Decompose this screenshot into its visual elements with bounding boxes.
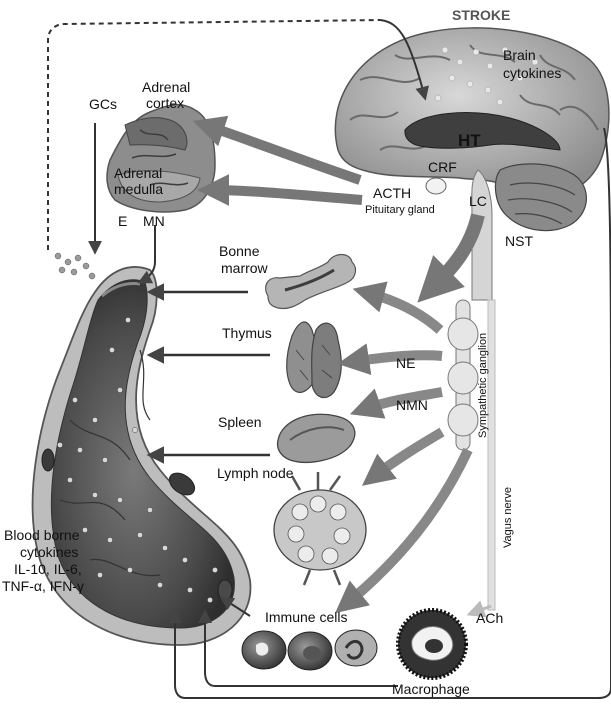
label-immune-cells: Immune cells — [265, 609, 347, 625]
label-lymph-node: Lymph node — [217, 465, 294, 481]
label-nmn: NMN — [396, 397, 428, 413]
label-acth: ACTH — [373, 185, 411, 201]
label-spleen: Spleen — [218, 414, 262, 430]
label-ne: NE — [396, 355, 415, 371]
label-adrenal-cortex-2: cortex — [146, 95, 184, 111]
label-e: E — [118, 213, 127, 229]
label-vagus-nerve: Vagus nerve — [502, 487, 514, 548]
label-crf: CRF — [428, 159, 457, 175]
macrophage — [398, 610, 466, 678]
label-nst: NST — [505, 233, 533, 249]
label-ach: ACh — [476, 610, 503, 626]
spleen — [278, 414, 355, 462]
label-adrenal-cortex-1: Adrenal — [142, 79, 190, 95]
label-lc: LC — [469, 193, 487, 209]
label-pituitary-gland: Pituitary gland — [365, 204, 435, 216]
label-bone-marrow-1: Bonne — [219, 243, 260, 259]
sympathetic-ganglion-chain — [448, 300, 478, 450]
label-blood-cytokines-4: TNF-α, IFN-γ — [2, 578, 84, 594]
bone-marrow — [266, 255, 356, 309]
label-ht: HT — [458, 131, 481, 150]
label-blood-cytokines-2: cytokines — [20, 544, 78, 560]
label-adrenal-medulla-1: Adrenal — [114, 165, 162, 181]
immune-cells — [242, 630, 377, 670]
label-mn: MN — [143, 213, 165, 229]
label-bone-marrow-2: marrow — [221, 260, 269, 276]
label-brain-cytokines-1: Brain — [503, 47, 536, 63]
label-gcs: GCs — [89, 96, 117, 112]
label-brain-cytokines-2: cytokines — [503, 65, 561, 81]
thymus — [287, 322, 342, 398]
label-thymus: Thymus — [222, 325, 272, 341]
lymph-node — [274, 472, 366, 585]
title-stroke: STROKE — [452, 7, 510, 23]
label-macrophage: Macrophage — [392, 681, 470, 697]
label-blood-cytokines-3: IL-10, IL-6, — [14, 561, 82, 577]
label-sympathetic-ganglion: Sympathetic ganglion — [477, 333, 489, 438]
label-blood-cytokines-1: Blood borne — [4, 527, 80, 543]
brain — [335, 28, 609, 300]
released-molecules — [55, 253, 95, 279]
label-adrenal-medulla-2: medulla — [114, 181, 163, 197]
